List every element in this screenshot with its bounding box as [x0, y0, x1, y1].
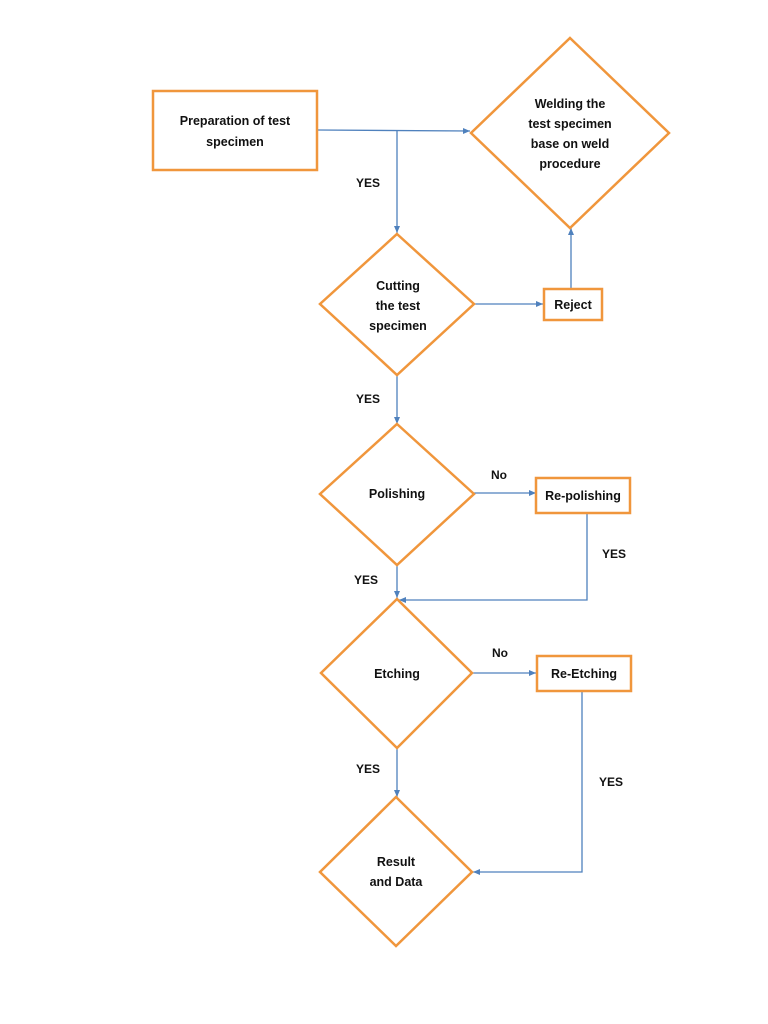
node-result: Result and Data: [318, 795, 474, 948]
label-etching-to-result: YES: [356, 762, 380, 776]
node-welding-line-2: test specimen: [528, 117, 611, 131]
node-welding-line-1: Welding the: [535, 97, 606, 111]
node-repolishing-label: Re-polishing: [545, 489, 621, 503]
node-reetching: Re-Etching: [535, 654, 633, 693]
arrow-preparation-to-welding: [317, 127, 471, 134]
node-welding: Welding the test specimen base on weld p…: [469, 36, 671, 230]
node-reject-label: Reject: [554, 298, 592, 312]
label-etching-to-reetching: No: [492, 646, 508, 660]
node-cutting-line-3: specimen: [369, 319, 427, 333]
arrow-reetching-to-result: [473, 691, 583, 875]
node-welding-line-4: procedure: [539, 157, 600, 171]
node-cutting-line-2: the test: [376, 299, 421, 313]
node-cutting: Cutting the test specimen: [318, 232, 476, 377]
label-reetching-to-result: YES: [599, 775, 623, 789]
node-result-line-1: Result: [377, 855, 416, 869]
label-polishing-to-etching: YES: [354, 573, 378, 587]
node-preparation: Preparation of test specimen: [151, 89, 319, 172]
label-repolishing-back: YES: [602, 547, 626, 561]
node-etching-label: Etching: [374, 667, 420, 681]
label-prep-to-cutting: YES: [356, 176, 380, 190]
node-welding-line-3: base on weld: [531, 137, 610, 151]
node-etching: Etching: [319, 597, 474, 750]
node-preparation-line-2: specimen: [206, 135, 264, 149]
label-polishing-to-repolishing: No: [491, 468, 507, 482]
node-result-line-2: and Data: [370, 875, 424, 889]
node-cutting-line-1: Cutting: [376, 279, 420, 293]
node-reject: Reject: [542, 287, 604, 322]
node-polishing: Polishing: [318, 422, 476, 567]
label-cutting-to-polishing: YES: [356, 392, 380, 406]
connectors: [317, 127, 588, 875]
node-reetching-label: Re-Etching: [551, 667, 617, 681]
node-repolishing: Re-polishing: [534, 476, 632, 515]
arrow-repolishing-back: [399, 513, 588, 603]
node-polishing-label: Polishing: [369, 487, 425, 501]
node-preparation-line-1: Preparation of test: [180, 114, 291, 128]
edge-labels: YES YES No YES YES No YES YES: [354, 176, 626, 789]
